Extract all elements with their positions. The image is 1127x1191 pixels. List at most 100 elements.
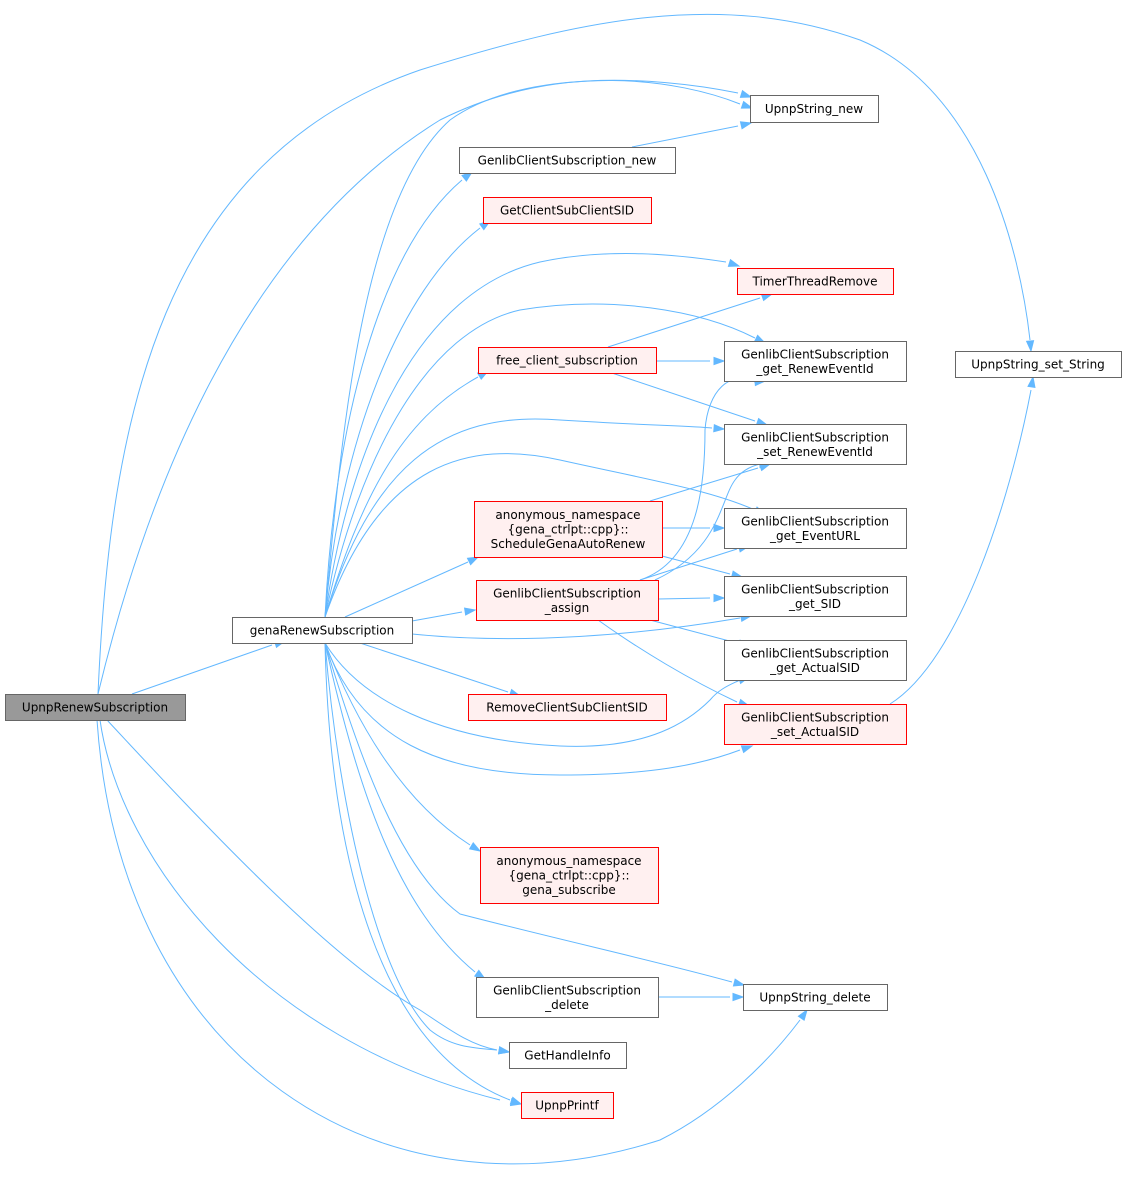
node-label-line: gena_subscribe (522, 883, 616, 897)
edge-line (639, 548, 738, 581)
node-box[interactable] (737, 268, 894, 295)
node-box[interactable] (521, 1092, 614, 1119)
node-label-line: _assign (544, 601, 589, 615)
node-upnp-string-delete[interactable]: UpnpString_delete (743, 984, 888, 1011)
call-edge-gena-renew-subscription-to-upnp-printf (324, 642, 523, 1105)
node-box[interactable] (474, 501, 663, 558)
arrowhead-icon (740, 745, 754, 754)
call-edge-set-actual-sid-to-upnp-string-set-string (889, 375, 1036, 705)
node-box[interactable] (476, 977, 659, 1018)
node-label-line: GenlibClientSubscription (741, 430, 889, 444)
call-edge-schedule-gena-auto-renew-to-get-event-url (662, 523, 726, 533)
node-get-handle-info[interactable]: GetHandleInfo (509, 1042, 627, 1069)
call-edge-free-client-subscription-to-timer-thread-remove (607, 293, 774, 348)
arrowhead-icon (1025, 340, 1035, 353)
edge-line (324, 642, 498, 1051)
node-label-line: UpnpRenewSubscription (22, 701, 168, 715)
call-edge-gena-renew-subscription-to-set-actual-sid (324, 642, 754, 776)
node-label-line: genaRenewSubscription (250, 624, 395, 638)
node-box[interactable] (743, 984, 888, 1011)
call-edge-gena-renew-subscription-to-subscription-delete (324, 642, 487, 980)
call-edge-gena-renew-subscription-to-subscription-assign (411, 607, 477, 622)
node-label-line: ScheduleGenaAutoRenew (491, 537, 646, 551)
node-label-line: GenlibClientSubscription_new (478, 154, 657, 168)
node-label-line: anonymous_namespace (495, 508, 640, 522)
node-box[interactable] (750, 95, 879, 123)
node-box[interactable] (509, 1042, 627, 1069)
call-edge-free-client-subscription-to-get-renew-event-id (656, 356, 726, 366)
node-set-renew-event-id[interactable]: GenlibClientSubscription_set_RenewEventI… (724, 424, 907, 465)
edge-line (607, 297, 761, 348)
edge-line (97, 13, 1031, 695)
node-box[interactable] (232, 617, 413, 644)
node-schedule-gena-auto-renew[interactable]: anonymous_namespace{gena_ctrlpt::cpp}::S… (474, 501, 663, 558)
node-gena-renew-subscription[interactable]: genaRenewSubscription (232, 617, 413, 644)
node-box[interactable] (955, 351, 1122, 378)
node-label-line: _set_ActualSID (770, 725, 859, 739)
node-label-line: {gena_ctrlpt::cpp}:: (507, 523, 628, 537)
node-box[interactable] (480, 847, 659, 904)
node-upnp-renew-subscription[interactable]: UpnpRenewSubscription (5, 694, 186, 721)
node-label-line: GenlibClientSubscription (493, 983, 641, 997)
node-label-line: UpnpString_set_String (971, 358, 1105, 372)
node-box[interactable] (483, 197, 652, 224)
node-remove-client-sub-client-sid[interactable]: RemoveClientSubClientSID (468, 694, 667, 721)
node-subscription-delete[interactable]: GenlibClientSubscription_delete (476, 977, 659, 1018)
node-box[interactable] (724, 704, 907, 745)
call-edge-gena-renew-subscription-to-timer-thread-remove (324, 252, 741, 618)
arrowhead-icon (468, 841, 482, 852)
node-get-renew-event-id[interactable]: GenlibClientSubscription_get_RenewEventI… (724, 341, 907, 382)
node-box[interactable] (724, 341, 907, 382)
node-label-line: GetClientSubClientSID (500, 204, 634, 218)
edge-line (324, 418, 713, 618)
node-upnp-printf[interactable]: UpnpPrintf (521, 1092, 614, 1119)
call-edge-gena-renew-subscription-to-free-client-subscription (324, 370, 490, 618)
node-box[interactable] (468, 694, 667, 721)
node-upnp-string-new[interactable]: UpnpString_new (750, 95, 879, 123)
edge-line (611, 372, 756, 422)
arrowhead-icon (497, 1046, 511, 1055)
call-edge-subscription-delete-to-upnp-string-delete (658, 992, 745, 1002)
node-timer-thread-remove[interactable]: TimerThreadRemove (737, 268, 894, 295)
node-upnp-string-set-string[interactable]: UpnpString_set_String (955, 351, 1122, 378)
node-gena-subscribe[interactable]: anonymous_namespace{gena_ctrlpt::cpp}::g… (480, 847, 659, 904)
node-box[interactable] (478, 347, 657, 374)
node-box[interactable] (5, 694, 186, 721)
node-label-line: {gena_ctrlpt::cpp}:: (508, 869, 629, 883)
node-box[interactable] (476, 580, 659, 621)
call-edge-upnp-renew-subscription-to-gena-renew-subscription (131, 640, 287, 695)
node-label-line: GenlibClientSubscription (741, 646, 889, 660)
edge-line (324, 303, 756, 618)
node-get-client-sub-client-sid[interactable]: GetClientSubClientSID (483, 197, 652, 224)
node-label-line: GenlibClientSubscription (741, 347, 889, 361)
call-edge-gena-renew-subscription-to-get-handle-info (324, 642, 511, 1055)
edge-line (324, 179, 463, 618)
node-genlib-client-subscription-new[interactable]: GenlibClientSubscription_new (459, 147, 676, 174)
node-free-client-subscription[interactable]: free_client_subscription (478, 347, 657, 374)
edge-line (324, 227, 481, 618)
call-edge-gena-renew-subscription-to-upnp-string-delete (324, 642, 746, 987)
edge-line (649, 467, 759, 502)
arrowhead-icon (727, 258, 741, 267)
node-box[interactable] (459, 147, 676, 174)
edge-line (649, 619, 738, 644)
edge-line (99, 719, 501, 1101)
node-box[interactable] (724, 576, 907, 617)
edge-line (631, 125, 739, 148)
arrowhead-icon (740, 100, 754, 109)
node-get-actual-sid[interactable]: GenlibClientSubscription_get_ActualSID (724, 640, 907, 681)
node-box[interactable] (724, 640, 907, 681)
arrowhead-icon (739, 89, 753, 98)
arrowhead-icon (713, 523, 726, 533)
edge-line (324, 79, 739, 618)
node-set-actual-sid[interactable]: GenlibClientSubscription_set_ActualSID (724, 704, 907, 745)
node-subscription-assign[interactable]: GenlibClientSubscription_assign (476, 580, 659, 621)
node-get-event-url[interactable]: GenlibClientSubscription_get_EventURL (724, 508, 907, 549)
edge-line (324, 642, 733, 983)
node-label-line: _get_ActualSID (769, 661, 860, 675)
node-box[interactable] (724, 424, 907, 465)
node-get-sid[interactable]: GenlibClientSubscription_get_SID (724, 576, 907, 617)
node-box[interactable] (724, 508, 907, 549)
call-edge-genlib-client-subscription-new-to-upnp-string-new (631, 121, 753, 148)
